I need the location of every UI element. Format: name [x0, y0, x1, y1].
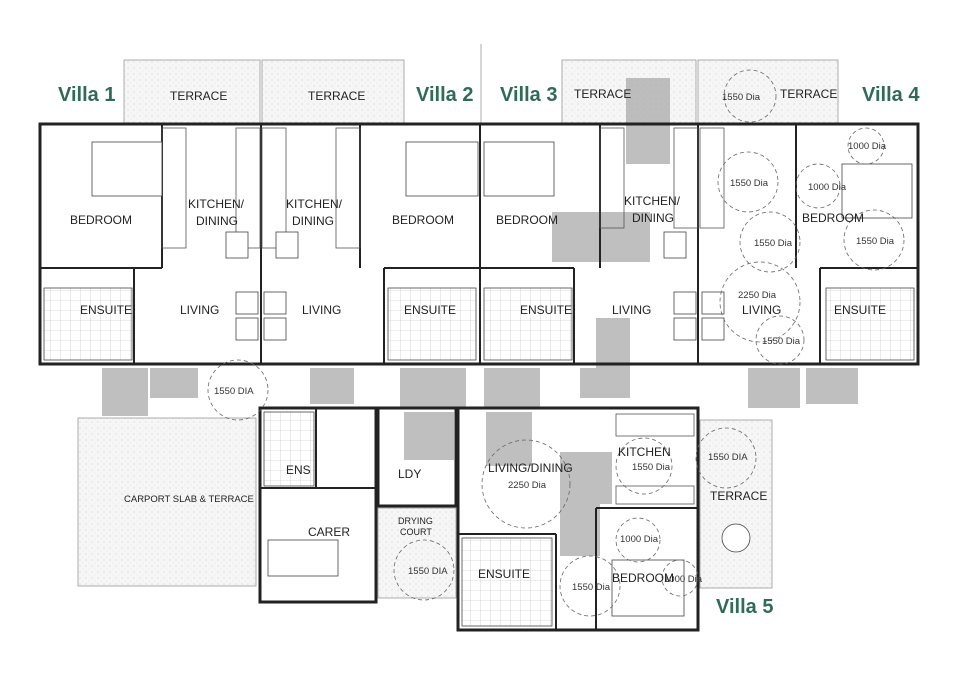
dia-label: 1550 DIA: [214, 386, 254, 397]
terrace-villa-1: [123, 59, 261, 125]
bedroom-label-4: BEDROOM: [802, 211, 864, 225]
kitchen-label-2a: KITCHEN/: [286, 197, 343, 211]
ensuite-label-4: ENSUITE: [834, 303, 886, 317]
ensuite-villa-3-floor: [483, 287, 573, 361]
villa-5-bed: [611, 559, 685, 617]
terrace-label-3: TERRACE: [574, 87, 631, 101]
villa-5-label: Villa 5: [716, 596, 774, 618]
living-chairs: [235, 291, 725, 341]
dia-label: 1550 Dia: [762, 336, 801, 347]
dia-label: 1550 Dia: [722, 92, 761, 103]
dining-tables: [225, 231, 687, 259]
bedroom-label-5: BEDROOM: [612, 571, 674, 585]
terrace-villa-4: [697, 59, 839, 125]
living-label-4: LIVING: [742, 303, 781, 317]
terrace-villa-2: [261, 59, 405, 125]
kitchen-label-1b: DINING: [196, 214, 238, 228]
circulation-zones: [102, 78, 858, 556]
dia-label: 1550 Dia: [754, 238, 793, 249]
terrace-label-1: TERRACE: [170, 89, 227, 103]
kitchen-label-5: KITCHEN: [618, 445, 671, 459]
bedroom-label-1: BEDROOM: [70, 213, 132, 227]
terrace-label-2: TERRACE: [308, 89, 365, 103]
dia-label: 1550 DIA: [408, 566, 448, 577]
lower-wing-walls: [258, 406, 700, 632]
dia-label: 1550 Dia: [632, 462, 671, 473]
outdoor-table: [721, 523, 751, 553]
terrace-villa-5: [699, 419, 773, 589]
ensuite-label-2: ENSUITE: [404, 303, 456, 317]
terrace-label-5: TERRACE: [710, 489, 767, 503]
carport-label: CARPORT SLAB & TERRACE: [124, 494, 254, 505]
dia-label: 1550 Dia: [856, 236, 895, 247]
living-label-2: LIVING: [302, 303, 341, 317]
carer-label: CARER: [308, 525, 350, 539]
ensuite-label-1: ENSUITE: [80, 303, 132, 317]
kitchen-label-2b: DINING: [292, 214, 334, 228]
bedroom-label-2: BEDROOM: [392, 213, 454, 227]
dia-label: 1550 DIA: [708, 452, 748, 463]
dia-label: 1000 Dia: [664, 574, 703, 585]
villa-4-label: Villa 4: [862, 84, 920, 106]
dia-label: 2250 Dia: [508, 480, 547, 491]
living-label-1: LIVING: [180, 303, 219, 317]
dia-label: 1550 Dia: [730, 178, 769, 189]
living-dining-label: LIVING/DINING: [488, 461, 573, 475]
bedroom-label-3: BEDROOM: [496, 213, 558, 227]
villa-3-label: Villa 3: [500, 84, 558, 106]
kitchen-label-3a: KITCHEN/: [624, 194, 681, 208]
villa-2-label: Villa 2: [416, 84, 474, 106]
drying-label-2: COURT: [400, 527, 432, 537]
dia-label: 2250 Dia: [738, 290, 777, 301]
ensuite-label-5: ENSUITE: [478, 567, 530, 581]
villa-5-kitchen-bench: [615, 413, 695, 437]
living-label-3: LIVING: [612, 303, 651, 317]
dia-label: 1550 Dia: [572, 582, 611, 593]
ensuite-label-3: ENSUITE: [520, 303, 572, 317]
dia-label: 1000 Dia: [848, 141, 887, 152]
dia-label: 1000 Dia: [620, 534, 659, 545]
ensuite-villa-1-floor: [43, 287, 133, 361]
drying-court-area: [377, 507, 457, 599]
villa-1-label: Villa 1: [58, 84, 116, 106]
beds: [91, 141, 913, 219]
ensuite-villa-4-floor: [825, 287, 915, 361]
kitchen-label-1a: KITCHEN/: [188, 197, 245, 211]
villa-5-kitchen-island: [615, 485, 695, 505]
turning-circles: [207, 69, 905, 617]
kitchen-label-3b: DINING: [632, 211, 674, 225]
carer-bed: [267, 539, 339, 577]
carport-slab: [77, 417, 257, 587]
drying-label-1: DRYING: [398, 516, 433, 526]
terrace-label-4: TERRACE: [780, 87, 837, 101]
ldy-label: LDY: [398, 467, 421, 481]
ensuite-villa-2-floor: [387, 287, 477, 361]
dia-label: 1000 Dia: [808, 182, 847, 193]
ens-label: ENS: [286, 463, 311, 477]
